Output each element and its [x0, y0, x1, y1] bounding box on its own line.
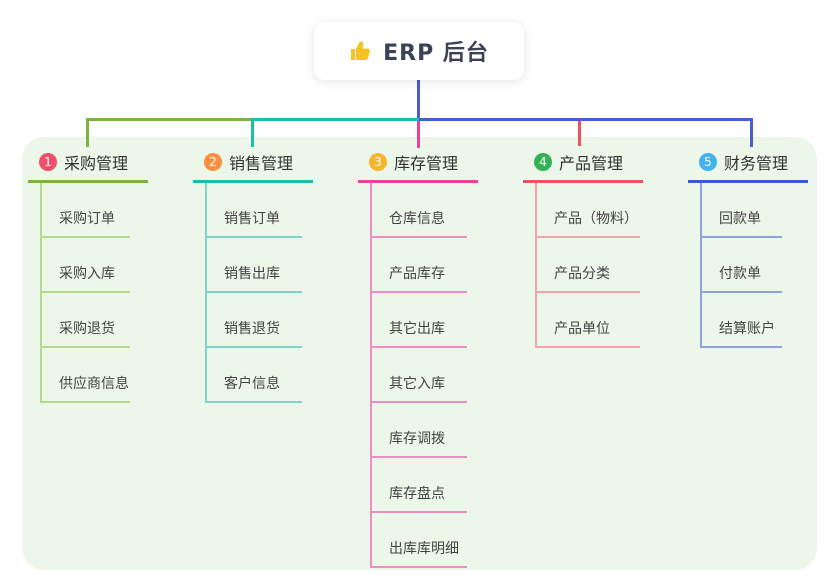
branch-number-badge: 2 — [204, 153, 222, 171]
child-topic[interactable]: 付款单 — [702, 238, 782, 293]
child-topic[interactable]: 采购退货 — [42, 293, 130, 348]
branch-number-badge: 1 — [39, 153, 57, 171]
branch-finance-header[interactable]: 5 财务管理 — [688, 148, 808, 183]
branch-finance: 5 财务管理 回款单 付款单 结算账户 — [688, 148, 812, 348]
branch-inventory-children: 仓库信息 产品库存 其它出库 其它入库 库存调拨 库存盘点 出库库明细 — [370, 183, 482, 568]
branch-product-header[interactable]: 4 产品管理 — [523, 148, 643, 183]
child-topic[interactable]: 采购订单 — [42, 183, 130, 238]
child-topic[interactable]: 供应商信息 — [42, 348, 130, 403]
branch-sales-children: 销售订单 销售出库 销售退货 客户信息 — [205, 183, 317, 403]
child-topic[interactable]: 销售退货 — [207, 293, 302, 348]
child-topic[interactable]: 回款单 — [702, 183, 782, 238]
branch-title: 产品管理 — [559, 154, 624, 173]
root-connector-line — [417, 80, 420, 119]
connector-green-segment — [86, 118, 252, 121]
branch-inventory-header[interactable]: 3 库存管理 — [358, 148, 478, 183]
branch-sales: 2 销售管理 销售订单 销售出库 销售退货 客户信息 — [193, 148, 317, 403]
thumbs-up-icon — [351, 41, 371, 60]
branch-title: 采购管理 — [64, 154, 129, 173]
branch-sales-header[interactable]: 2 销售管理 — [193, 148, 313, 183]
child-topic[interactable]: 产品单位 — [537, 293, 640, 348]
child-topic[interactable]: 出库库明细 — [372, 513, 467, 568]
branch-finance-children: 回款单 付款单 结算账户 — [700, 183, 812, 348]
child-topic[interactable]: 销售订单 — [207, 183, 302, 238]
child-topic[interactable]: 其它出库 — [372, 293, 467, 348]
branch5-drop-line — [750, 118, 753, 147]
branch-title: 库存管理 — [394, 154, 459, 173]
branch-number-badge: 3 — [369, 153, 387, 171]
child-topic[interactable]: 仓库信息 — [372, 183, 467, 238]
child-topic[interactable]: 其它入库 — [372, 348, 467, 403]
child-topic[interactable]: 产品（物料） — [537, 183, 640, 238]
branch2-drop-line — [251, 118, 254, 147]
branch-product: 4 产品管理 产品（物料） 产品分类 产品单位 — [523, 148, 647, 348]
root-node-erp[interactable]: ERP 后台 — [314, 22, 524, 80]
child-topic[interactable]: 产品库存 — [372, 238, 467, 293]
branch4-drop-line — [578, 121, 581, 146]
branch-inventory: 3 库存管理 仓库信息 产品库存 其它出库 其它入库 库存调拨 库存盘点 出库库… — [358, 148, 482, 568]
branch-purchase-header[interactable]: 1 采购管理 — [28, 148, 148, 183]
child-topic[interactable]: 客户信息 — [207, 348, 302, 403]
branch1-drop-line — [86, 118, 89, 147]
child-topic[interactable]: 结算账户 — [702, 293, 782, 348]
branch-title: 财务管理 — [724, 154, 789, 173]
connector-teal-segment — [251, 118, 419, 121]
child-topic[interactable]: 销售出库 — [207, 238, 302, 293]
branch3-drop-line — [417, 121, 420, 148]
branches-background-panel — [22, 137, 817, 570]
branch-number-badge: 5 — [699, 153, 717, 171]
child-topic[interactable]: 产品分类 — [537, 238, 640, 293]
branch-number-badge: 4 — [534, 153, 552, 171]
branch-purchase-children: 采购订单 采购入库 采购退货 供应商信息 — [40, 183, 152, 403]
child-topic[interactable]: 采购入库 — [42, 238, 130, 293]
connector-blue-segment — [419, 118, 753, 121]
child-topic[interactable]: 库存盘点 — [372, 458, 467, 513]
branch-purchase: 1 采购管理 采购订单 采购入库 采购退货 供应商信息 — [28, 148, 152, 403]
branch-title: 销售管理 — [229, 154, 294, 173]
branch-product-children: 产品（物料） 产品分类 产品单位 — [535, 183, 647, 348]
child-topic[interactable]: 库存调拨 — [372, 403, 467, 458]
root-node-label: ERP 后台 — [383, 41, 489, 66]
